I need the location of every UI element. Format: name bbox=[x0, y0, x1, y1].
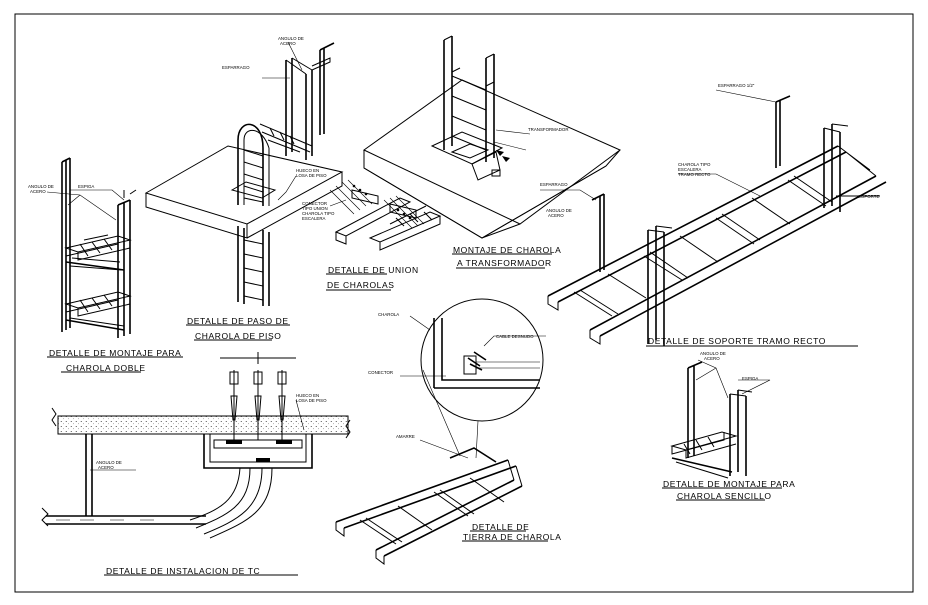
label-conector-t: CONECTOR bbox=[368, 370, 393, 375]
label-hueco-losa-1: HUECO EN bbox=[296, 168, 319, 173]
detail-instalacion-tc bbox=[41, 352, 351, 539]
label-charola-tipo-1: CHAROLA TIPO bbox=[678, 162, 711, 167]
title-union-2: DE CHAROLAS bbox=[327, 280, 395, 290]
label-hueco-losa-2b: LOSA DE PISO bbox=[296, 398, 327, 403]
label-conector-2: TIPO UNION bbox=[302, 206, 328, 211]
label-angulo-acero-3: ANGULO DE bbox=[546, 208, 572, 213]
label-angulo-acero-5: ANGULO DE bbox=[96, 460, 122, 465]
label-soporte: SOPORTE bbox=[858, 194, 879, 199]
title-instalacion-tc: DETALLE DE INSTALACION DE TC bbox=[106, 566, 260, 576]
label-esparrago-1: ESPARRAGO bbox=[222, 65, 250, 70]
detail-union bbox=[329, 179, 442, 251]
label-angulo-acero-4b: ACERO bbox=[704, 356, 720, 361]
label-conector-1: CONECTOR bbox=[302, 201, 327, 206]
label-conector-3: CHAROLA TIPO bbox=[302, 211, 335, 216]
title-union-1: DETALLE DE UNION bbox=[328, 265, 419, 275]
label-hueco-losa-2: HUECO EN bbox=[296, 393, 319, 398]
title-tierra-1: DETALLE DE bbox=[472, 522, 529, 532]
detail-soporte-recto bbox=[540, 89, 887, 346]
label-esparrago-3-8: ESPARRAGO 1/2" bbox=[718, 83, 755, 88]
label-charola-tipo-3: TRAMO RECTO bbox=[678, 172, 711, 177]
label-charola-tipo-2: ESCALERA bbox=[678, 167, 701, 172]
label-espiga-2: ESPIGA bbox=[742, 376, 758, 381]
label-espiga-1: ESPIGA bbox=[78, 184, 94, 189]
label-angulo-acero-2b: ACERO bbox=[280, 41, 296, 46]
title-paso-piso-1: DETALLE DE PASO DE bbox=[187, 316, 289, 326]
title-montaje-doble-1: DETALLE DE MONTAJE PARA bbox=[49, 348, 181, 358]
title-montaje-doble-2: CHAROLA DOBLE bbox=[66, 363, 146, 373]
detail-paso-piso bbox=[144, 41, 344, 306]
title-transformador-1: MONTAJE DE CHAROLA bbox=[453, 245, 561, 255]
detail-montaje-doble bbox=[46, 157, 137, 338]
detail-tierra bbox=[335, 298, 546, 565]
label-hueco-losa-1b: LOSA DE PISO bbox=[296, 173, 327, 178]
title-tierra-2: TIERRA DE CHAROLA bbox=[463, 532, 562, 542]
sheet-border bbox=[14, 13, 914, 593]
label-angulo-acero-1: ANGULO DE bbox=[28, 184, 54, 189]
label-transformador: TRANSFORMADOR bbox=[528, 127, 569, 132]
label-conector-4: ESCALERA bbox=[302, 216, 325, 221]
title-soporte-recto: DETALLE DE SOPORTE TRAMO RECTO bbox=[648, 336, 826, 346]
title-paso-piso-2: CHAROLA DE PISO bbox=[195, 331, 281, 341]
label-cable-desnudo: CABLE DESNUDO bbox=[496, 334, 534, 339]
detail-montaje-sencillo bbox=[670, 359, 771, 479]
title-montaje-sencillo-1: DETALLE DE MONTAJE PARA bbox=[663, 479, 795, 489]
label-angulo-acero-1b: ACERO bbox=[30, 189, 46, 194]
label-charola: CHAROLA bbox=[378, 312, 399, 317]
title-montaje-sencillo-2: CHAROLA SENCILLO bbox=[677, 491, 772, 501]
label-angulo-acero-5b: ACERO bbox=[98, 465, 114, 470]
label-angulo-acero-2: ANGULO DE bbox=[278, 36, 304, 41]
label-amarre: AMARRE bbox=[396, 434, 415, 439]
detail-transformador bbox=[363, 35, 621, 239]
label-angulo-acero-3b: ACERO bbox=[548, 213, 564, 218]
label-esparrago-2: ESPARRAGO bbox=[540, 182, 568, 187]
label-angulo-acero-4: ANGULO DE bbox=[700, 351, 726, 356]
title-transformador-2: A TRANSFORMADOR bbox=[457, 258, 552, 268]
